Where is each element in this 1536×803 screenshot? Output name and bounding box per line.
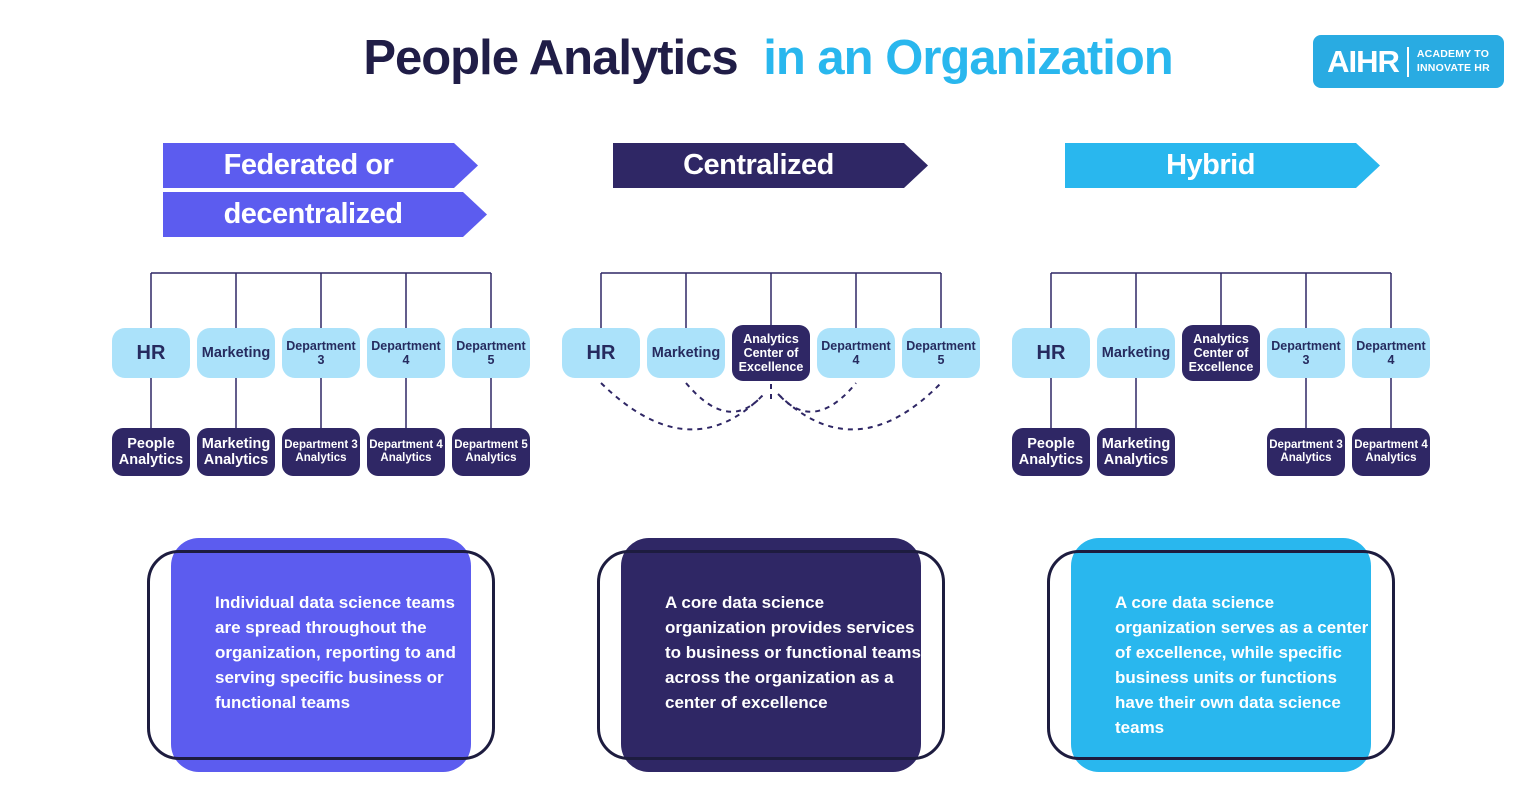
hybrid-box-marketing-analytics: Marketing Analytics [1097,428,1175,476]
banner-federated-line2: decentralized [163,192,487,237]
aihr-logo: AIHR ACADEMY TO INNOVATE HR [1313,35,1504,88]
federated-description-text: Individual data science teams are spread… [215,593,456,712]
aihr-logo-divider [1406,46,1409,77]
centralized-box-analytics-center-of-excellence: Analytics Center of Excellence [732,325,810,381]
hybrid-box-department-3: Department 3 [1267,328,1345,378]
federated-box-department-3-analytics: Department 3 Analytics [282,428,360,476]
banner-hybrid-label: Hybrid [1166,149,1255,181]
banner-centralized: Centralized [613,143,928,188]
hybrid-connectors [1050,272,1392,430]
page-title-dark: People Analytics [363,31,738,85]
page-title-blue: in an Organization [763,31,1173,85]
hybrid-box-department-4-analytics: Department 4 Analytics [1352,428,1430,476]
federated-connectors [150,272,492,430]
hybrid-box-marketing: Marketing [1097,328,1175,378]
hybrid-box-analytics-center-of-excellence: Analytics Center of Excellence [1182,325,1260,381]
banner-federated-line2-label: decentralized [223,198,403,230]
hybrid-description-text: A core data science organization serves … [1115,593,1369,737]
centralized-description-outline [597,550,945,760]
banner-centralized-label: Centralized [683,149,834,181]
federated-box-department-5-analytics: Department 5 Analytics [452,428,530,476]
federated-box-marketing-analytics: Marketing Analytics [197,428,275,476]
hybrid-description-card [1071,538,1371,772]
hybrid-box-department-4: Department 4 [1352,328,1430,378]
federated-box-department-3: Department 3 [282,328,360,378]
centralized-dashed-arcs [600,382,942,431]
centralized-box-department-5: Department 5 [902,328,980,378]
federated-box-department-4: Department 4 [367,328,445,378]
aihr-logo-tagline: ACADEMY TO INNOVATE HR [1417,48,1490,74]
federated-box-department-5: Department 5 [452,328,530,378]
banner-federated-line1: Federated or [163,143,478,188]
federated-box-department-4-analytics: Department 4 Analytics [367,428,445,476]
federated-box-people-analytics: People Analytics [112,428,190,476]
federated-description-card [171,538,471,772]
aihr-logo-tagline-line1: ACADEMY TO [1416,48,1490,61]
federated-box-marketing: Marketing [197,328,275,378]
banner-hybrid: Hybrid [1065,143,1380,188]
aihr-logo-tagline-line2: INNOVATE HR [1416,61,1490,74]
centralized-box-marketing: Marketing [647,328,725,378]
centralized-description-text: A core data science organization provide… [665,593,921,712]
centralized-box-department-4: Department 4 [817,328,895,378]
banner-federated-line1-label: Federated or [223,149,394,181]
hybrid-box-people-analytics: People Analytics [1012,428,1090,476]
hybrid-description-outline [1047,550,1395,760]
centralized-connectors [600,272,942,330]
page-title: People Analytics in an Organization [0,30,1536,86]
centralized-description-card [621,538,921,772]
centralized-box-hr: HR [562,328,640,378]
federated-box-hr: HR [112,328,190,378]
hybrid-box-department-3-analytics: Department 3 Analytics [1267,428,1345,476]
federated-description-outline [147,550,495,760]
aihr-logo-brand: AIHR [1327,43,1400,79]
hybrid-box-hr: HR [1012,328,1090,378]
